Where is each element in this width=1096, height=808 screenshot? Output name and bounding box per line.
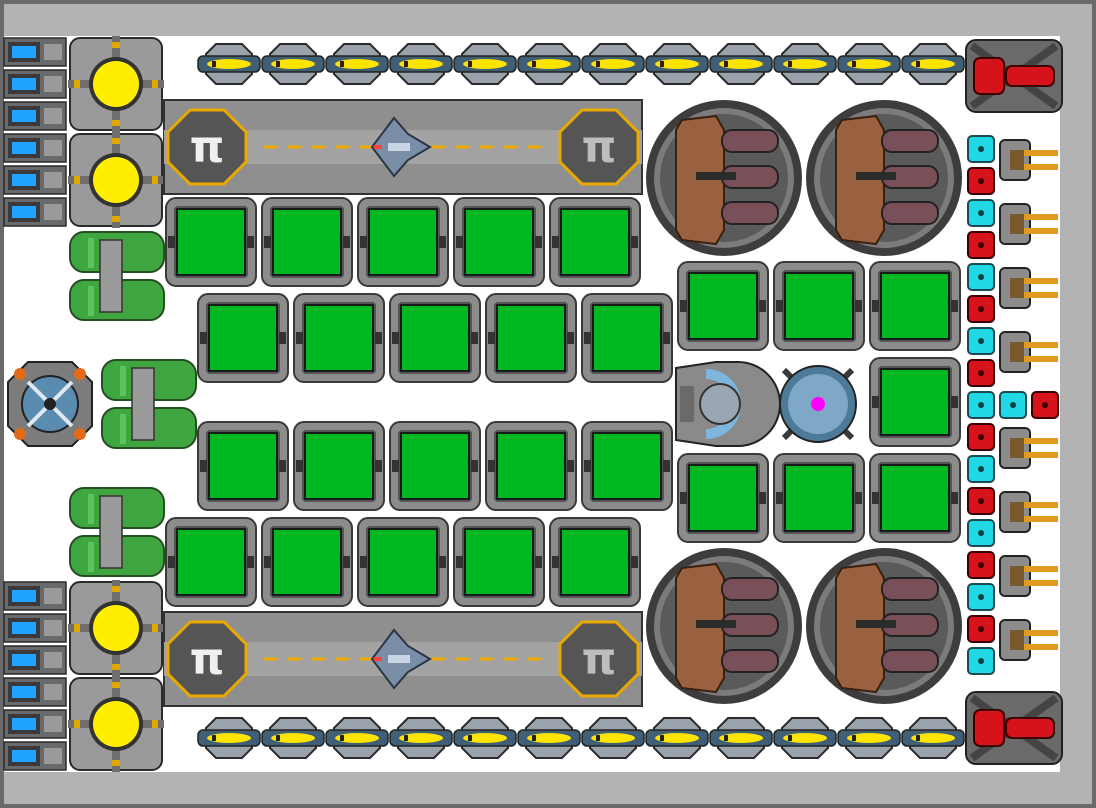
cargo-row-1[interactable] [165,197,641,287]
cargo-row-2[interactable] [197,293,673,383]
hangar-bay-bottom[interactable] [162,610,644,708]
command-core-icon[interactable] [779,365,857,443]
cargo-row-4[interactable] [165,517,641,607]
cockpit-icon[interactable] [675,361,781,447]
cargo-row-3[interactable] [197,421,673,511]
hangar-bay-top[interactable] [162,98,644,196]
gyroscope-icon[interactable] [7,361,93,447]
